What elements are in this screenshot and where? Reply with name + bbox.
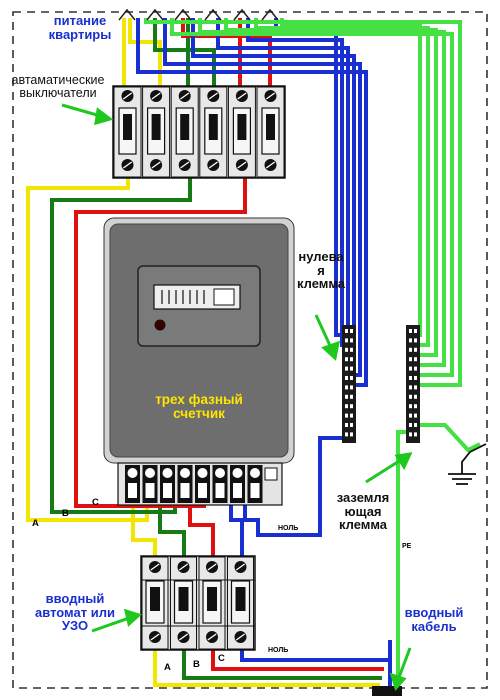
- meter-terminal: [125, 465, 140, 503]
- panel-enclosure-outline: [12, 11, 488, 689]
- wires: [26, 18, 481, 690]
- neutral-terminal-label: нулева я клемма: [290, 250, 352, 291]
- ground-terminal-label-line2: ющая: [344, 503, 382, 519]
- output-arrows: [118, 8, 279, 21]
- meter-terminal: [160, 465, 175, 503]
- input-neutral-wire: [240, 650, 392, 662]
- branch-breakers: [112, 85, 286, 179]
- input-phase-b-wire: [182, 650, 382, 680]
- wire-tag-phase-b-lower: B: [193, 659, 200, 670]
- apartment-supply-label: питание квартиры: [40, 14, 120, 41]
- three-phase-meter: [103, 217, 295, 506]
- neutral-terminal-label-line3: клемма: [296, 276, 346, 292]
- ground-terminal-bar: [406, 325, 420, 443]
- wire-tag-pe: PE: [402, 543, 412, 550]
- input-cable-label-line1: вводный: [404, 605, 464, 620]
- pointer-arrows: [61, 103, 413, 691]
- meter-out-n-wire: [229, 436, 345, 537]
- wire-tag-phase-a: A: [32, 518, 39, 529]
- wire-tag-phase-c-lower: C: [218, 653, 225, 664]
- input-phase-c-wire: [211, 650, 384, 671]
- branch-breaker-pole: [142, 86, 171, 178]
- wire-tag-phase-b: B: [62, 508, 69, 519]
- apartment-supply-label-line2: квартиры: [48, 26, 112, 42]
- input-breaker-label-line3: УЗО: [61, 618, 89, 634]
- meter-terminal: [177, 465, 193, 503]
- input-breaker-pole: [141, 556, 169, 650]
- input-breaker-label-line2: автомат или: [35, 604, 115, 620]
- input-cable-label-line2: кабель: [411, 618, 457, 634]
- ground-terminal-label-line1: заземля: [336, 490, 390, 505]
- neutral-terminal-bar: [342, 325, 356, 443]
- input-breaker-label: вводный автомат или УЗО: [24, 592, 126, 633]
- meter-in-c-wire: [188, 505, 215, 556]
- branch-breaker-pole: [170, 86, 199, 178]
- input-phase-a-wire: [153, 650, 380, 687]
- input-breaker-pole: [170, 556, 197, 650]
- branch-breaker-pole: [199, 86, 228, 178]
- input-breaker-pole: [227, 556, 254, 650]
- meter-terminal: [247, 465, 263, 503]
- branch-breaker-pole: [113, 86, 142, 178]
- wire-tag-phase-c: C: [92, 497, 99, 508]
- meter-terminal: [212, 465, 228, 503]
- wire-tags: A B C НОЛЬ A B C НОЛЬ PE: [32, 497, 412, 673]
- wire-tag-phase-a-lower: A: [164, 662, 171, 673]
- meter-out-a-wire: [26, 178, 149, 522]
- incoming-cable-end: [372, 686, 402, 696]
- meter-in-n-wire: [240, 505, 247, 556]
- neutral-terminal-label-line2: я: [317, 262, 325, 278]
- meter-in-b-wire: [158, 505, 186, 556]
- meter-out-c-wire: [74, 178, 247, 508]
- branch-breakers-label: автаматические выключатели: [2, 73, 114, 101]
- meter-label-line1: трех фазный: [155, 392, 243, 407]
- meter-label: трех фазный счетчик: [122, 392, 276, 422]
- meter-indicator-led: [154, 319, 166, 331]
- meter-terminal: [195, 465, 210, 503]
- neutral-terminal-label-line1: нулева: [298, 249, 344, 264]
- meter-terminal: [230, 465, 245, 503]
- meter-in-a-wire: [131, 505, 157, 556]
- branch-breaker-pole: [227, 86, 256, 178]
- wire-tag-neutral-lower: НОЛЬ: [268, 647, 288, 654]
- wire-tag-neutral-upper: НОЛЬ: [278, 525, 298, 532]
- meter-label-line2: счетчик: [173, 406, 225, 422]
- meter-out-b-wire: [50, 178, 192, 514]
- input-breaker: [140, 555, 256, 651]
- input-breaker-label-line1: вводный: [45, 591, 105, 606]
- ground-terminal-label-line3: клемма: [338, 517, 388, 533]
- ground-terminal-label: заземля ющая клемма: [326, 491, 400, 532]
- ground-symbol-icon: [448, 443, 487, 485]
- apartment-supply-label-line1: питание: [53, 13, 107, 28]
- branch-breakers-label-line1: автаматические: [11, 73, 105, 87]
- branch-breaker-pole: [256, 86, 285, 178]
- branch-breakers-label-line2: выключатели: [19, 86, 97, 101]
- meter-terminal: [142, 465, 158, 503]
- input-cable-label: вводный кабель: [392, 606, 476, 633]
- input-breaker-pole: [198, 556, 226, 650]
